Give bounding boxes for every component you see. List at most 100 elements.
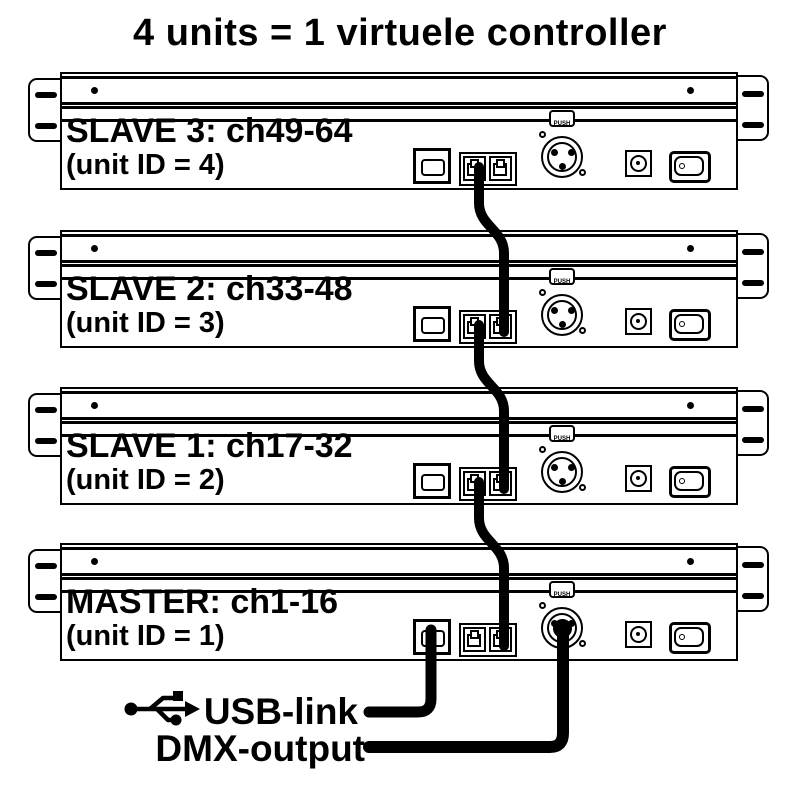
rack-ear-right: [734, 546, 769, 612]
panel-edge-line: [62, 417, 736, 420]
xlr-inner-ring: [547, 300, 577, 330]
panel-edge-line: [62, 119, 736, 122]
xlr-screw-icon: [539, 602, 546, 609]
xlr-pin: [567, 463, 575, 471]
link-out-port: [463, 314, 486, 339]
rack-unit: SLAVE 1: ch17-32 (unit ID = 2) PUSH: [0, 387, 800, 509]
power-switch-rocker: [674, 627, 704, 647]
unit-label: SLAVE 3: ch49-64 (unit ID = 4): [66, 113, 353, 182]
rack-slot-icon: [35, 563, 57, 569]
xlr-screw-icon: [578, 168, 586, 176]
rack-ear-left: [28, 78, 64, 142]
xlr-pin: [558, 162, 566, 170]
xlr-push-tab: PUSH: [549, 581, 575, 598]
panel-edge-line: [62, 76, 736, 79]
unit-rear-panel: SLAVE 3: ch49-64 (unit ID = 4) PUSH: [60, 72, 738, 190]
power-switch: [669, 466, 711, 498]
panel-edge-line: [62, 106, 736, 109]
rack-slot-icon: [35, 250, 57, 256]
diagram-title: 4 units = 1 virtuele controller: [133, 12, 667, 54]
link-out-port: [463, 471, 486, 496]
rack-slot-icon: [742, 280, 764, 286]
xlr-pin: [567, 619, 575, 627]
xlr-push-tab: PUSH: [549, 268, 575, 285]
power-switch-rocker: [674, 156, 704, 176]
screw-icon: [91, 558, 98, 565]
usb-b-port: [413, 148, 451, 184]
rack-ear-right: [734, 390, 769, 456]
rack-slot-icon: [742, 593, 764, 599]
rack-slot-icon: [742, 562, 764, 568]
panel-edge-line: [62, 234, 736, 237]
rack-slot-icon: [35, 123, 57, 129]
rack-slot-icon: [35, 438, 57, 444]
dc-jack-pin: [636, 476, 640, 480]
rj45-notch: [469, 159, 479, 168]
xlr-push-label: PUSH: [553, 279, 571, 285]
xlr-dmx-connector: PUSH: [537, 266, 591, 336]
xlr-pin: [550, 463, 558, 471]
power-switch-rocker: [674, 314, 704, 334]
unit-id: (unit ID = 1): [66, 620, 225, 652]
dc-jack-pin: [636, 632, 640, 636]
dc-jack-pin: [636, 319, 640, 323]
dc-power-jack: [625, 465, 652, 492]
panel-edge-line: [62, 260, 736, 263]
rack-slot-icon: [35, 594, 57, 600]
power-switch-dot: [679, 478, 685, 484]
link-out-port: [463, 156, 486, 181]
rack-ear-right: [734, 75, 769, 141]
usb-b-port-inner: [421, 474, 445, 491]
panel-edge-line: [62, 573, 736, 576]
xlr-screw-icon: [578, 483, 586, 491]
rj45-notch: [495, 474, 505, 483]
xlr-pin: [567, 148, 575, 156]
panel-edge-line: [62, 434, 736, 437]
panel-edge-line: [62, 421, 736, 424]
xlr-screw-icon: [539, 289, 546, 296]
rack-slot-icon: [742, 437, 764, 443]
panel-edge-line: [62, 264, 736, 267]
power-switch-dot: [679, 163, 685, 169]
dc-jack-ring: [629, 469, 647, 487]
unit-name: SLAVE 1: ch17-32: [66, 427, 353, 465]
power-switch-dot: [679, 321, 685, 327]
power-switch: [669, 309, 711, 341]
screw-icon: [91, 245, 98, 252]
rj45-notch: [495, 159, 505, 168]
ethernet-link-ports: [459, 623, 517, 657]
rj45-notch: [469, 630, 479, 639]
rj45-notch: [495, 317, 505, 326]
xlr-inner-ring: [547, 457, 577, 487]
unit-label: SLAVE 2: ch33-48 (unit ID = 3): [66, 271, 353, 340]
unit-id: (unit ID = 3): [66, 307, 225, 339]
usb-b-port: [413, 619, 451, 655]
ethernet-link-ports: [459, 467, 517, 501]
screw-icon: [687, 558, 694, 565]
link-in-port: [489, 627, 512, 652]
unit-label: MASTER: ch1-16 (unit ID = 1): [66, 584, 338, 653]
panel-edge-line: [62, 277, 736, 280]
link-in-port: [489, 156, 512, 181]
usb-b-port-inner: [421, 317, 445, 334]
link-in-port: [489, 471, 512, 496]
rack-unit: SLAVE 3: ch49-64 (unit ID = 4) PUSH: [0, 72, 800, 194]
dc-jack-ring: [629, 154, 647, 172]
unit-id: (unit ID = 4): [66, 149, 225, 181]
xlr-screw-icon: [539, 446, 546, 453]
rj45-notch: [495, 630, 505, 639]
panel-edge-line: [62, 391, 736, 394]
rack-ear-left: [28, 549, 64, 613]
dc-jack-pin: [636, 161, 640, 165]
power-switch: [669, 151, 711, 183]
dc-power-jack: [625, 621, 652, 648]
xlr-screw-icon: [578, 639, 586, 647]
unit-label: SLAVE 1: ch17-32 (unit ID = 2): [66, 428, 353, 497]
rack-ear-left: [28, 393, 64, 457]
screw-icon: [687, 87, 694, 94]
xlr-pin: [550, 148, 558, 156]
dc-jack-ring: [629, 625, 647, 643]
xlr-push-label: PUSH: [553, 121, 571, 127]
usb-link-label: USB-link: [203, 691, 358, 732]
